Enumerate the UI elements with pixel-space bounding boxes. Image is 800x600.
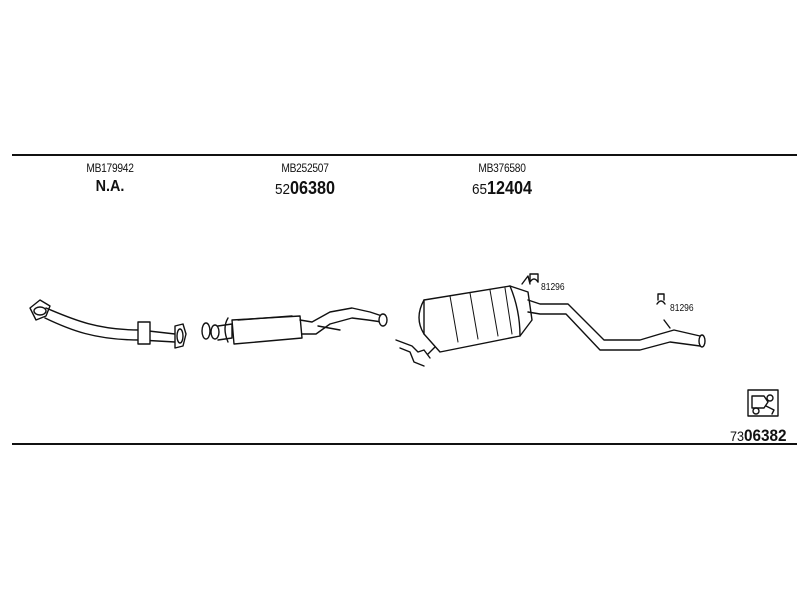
clamp-label: 81296: [541, 282, 565, 293]
part-label-rear-muffler: MB376580 6512404: [462, 162, 542, 198]
centre-muffler-drawing: [201, 307, 388, 345]
bottom-divider: [12, 443, 797, 445]
oem-number: MB376580: [478, 161, 526, 175]
part-label-front-pipe: MB179942 N.A.: [78, 162, 142, 195]
kit-number-main: 06382: [744, 426, 787, 445]
part-number-prefix: 52: [274, 181, 290, 198]
part-number-main: 12404: [486, 178, 533, 198]
top-divider: [12, 154, 797, 156]
part-number-prefix: 65: [471, 181, 487, 198]
part-label-centre-muffler: MB252507 5206380: [265, 162, 345, 198]
rear-muffler-drawing: [395, 273, 706, 367]
part-number: 6512404: [466, 179, 538, 198]
part-number: N.A.: [95, 178, 125, 195]
oem-number: MB252507: [281, 161, 329, 175]
front-pipe-drawing: [29, 299, 187, 349]
kit-box-icon: [747, 389, 779, 417]
kit-number-prefix: 73: [730, 428, 745, 444]
part-number: 5206380: [269, 179, 341, 198]
oem-number: MB179942: [86, 161, 134, 175]
clamp-label: 81296: [670, 303, 694, 314]
kit-number: 7306382: [730, 426, 787, 446]
part-number-main: 06380: [289, 178, 336, 198]
